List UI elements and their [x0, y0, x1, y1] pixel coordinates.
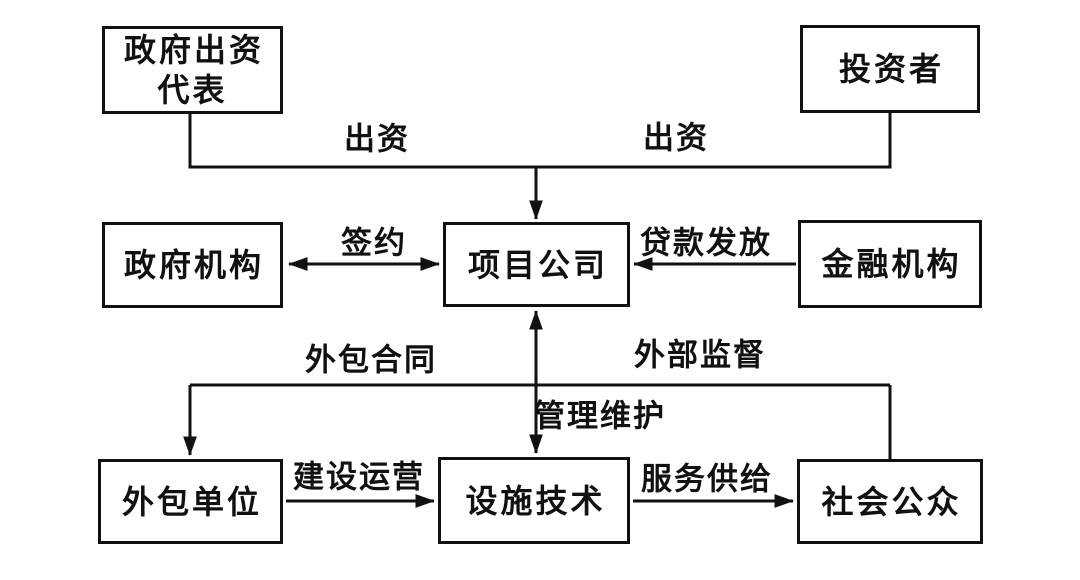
node-investor: 投资者 — [800, 25, 980, 113]
edge-label-management-maintenance: 管理维护 — [534, 398, 666, 434]
edge-label-sign: 签约 — [341, 225, 407, 261]
node-project-company: 项目公司 — [443, 222, 630, 307]
edge-contribution-connector — [188, 112, 892, 169]
node-outsourcing-unit: 外包单位 — [98, 459, 283, 544]
edge-label-contribute-right: 出资 — [643, 120, 709, 156]
node-gov-funding-rep: 政府出资 代表 — [102, 26, 283, 114]
edge-label-construction-operation: 建设运营 — [293, 459, 425, 495]
node-public: 社会公众 — [797, 459, 983, 544]
node-financial-institution: 金融机构 — [798, 220, 982, 308]
node-facility-tech: 设施技术 — [438, 457, 630, 544]
edge-label-loan: 贷款发放 — [640, 225, 772, 261]
edge-label-external-supervision: 外部监督 — [634, 337, 766, 373]
edge-label-outsource-contract: 外包合同 — [305, 342, 437, 378]
edge-label-service-supply: 服务供给 — [641, 461, 773, 497]
node-gov-agency: 政府机构 — [102, 222, 283, 308]
edge-label-contribute-left: 出资 — [344, 121, 410, 157]
